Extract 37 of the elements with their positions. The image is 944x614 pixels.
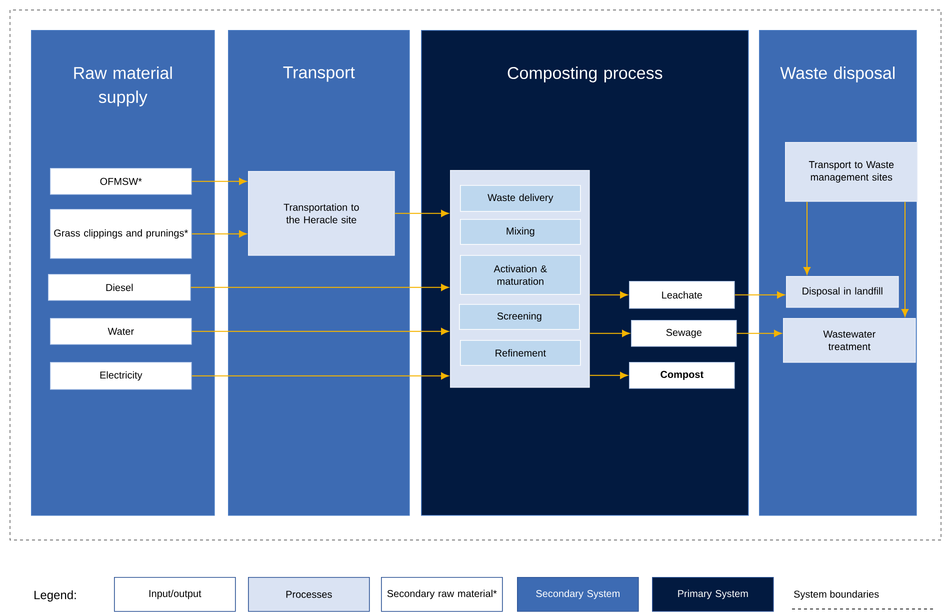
arrow (394, 210, 449, 217)
step-box: Refinement (460, 340, 581, 366)
legend-text: Secondary System (536, 590, 620, 600)
arrow (734, 291, 785, 298)
input-output-box: Sewage (631, 320, 737, 347)
input-output-box: Electricity (50, 362, 192, 390)
input-output-box: Water (50, 318, 192, 345)
step-box: Screening (459, 304, 580, 330)
arrow (191, 230, 247, 238)
arrow (589, 291, 628, 298)
arrow (191, 328, 449, 335)
legend-heading: Legend: (34, 590, 76, 602)
process-box: Transportation to the Heracle site (248, 171, 395, 256)
legend-text: Primary System (678, 590, 748, 600)
legend-text: System boundaries (794, 590, 879, 600)
step-box: Waste delivery (460, 185, 581, 212)
arrow (190, 284, 449, 291)
arrow (589, 330, 630, 337)
step-box: Mixing (460, 219, 581, 245)
input-output-box: OFMSW* (50, 168, 192, 195)
arrow (736, 330, 782, 337)
legend-text: Secondary raw material* (387, 590, 497, 600)
arrow (589, 372, 628, 379)
process-box: Disposal in landfill (786, 276, 899, 308)
legend-text: Input/output (149, 590, 202, 600)
process-box: Transport to Waste management sites (785, 142, 918, 202)
arrow (803, 201, 811, 275)
process-box: Wastewater treatment (783, 318, 916, 363)
arrow (191, 178, 247, 185)
input-output-box: Compost (629, 362, 735, 389)
input-output-box: Grass clippings and prunings* (50, 209, 192, 259)
arrow (191, 372, 449, 380)
arrow (901, 201, 909, 317)
input-output-box: Diesel (48, 274, 191, 301)
legend-text: Processes (286, 590, 332, 598)
step-box: Activation & maturation (460, 255, 581, 295)
input-output-box: Leachate (629, 281, 735, 309)
